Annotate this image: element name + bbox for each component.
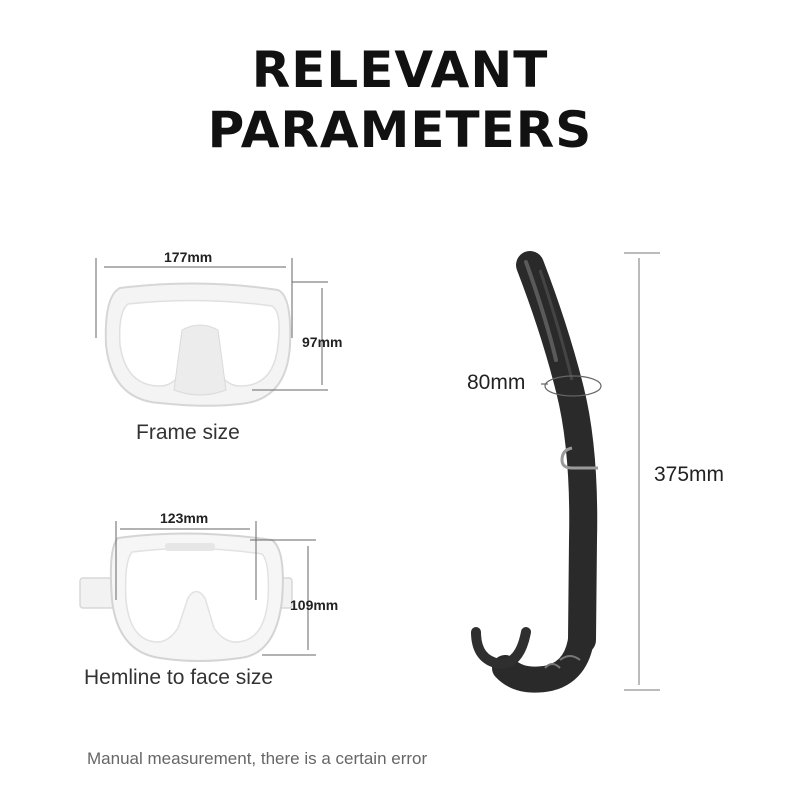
snorkel-image <box>471 251 598 693</box>
snorkel-length-label: 375mm <box>654 463 725 486</box>
hemline-height-dimension <box>250 539 316 656</box>
frame-caption: Frame size <box>136 421 240 444</box>
hemline-width-label: 123mm <box>160 510 209 526</box>
frame-height-label: 97mm <box>302 334 343 350</box>
hemline-width-dimension <box>115 521 257 600</box>
title-line-2: PARAMETERS <box>207 101 593 159</box>
title-line-1: RELEVANT <box>251 41 549 99</box>
snorkel-length-dimension <box>624 252 660 691</box>
hemline-caption: Hemline to face size <box>84 666 274 689</box>
frame-width-label: 177mm <box>164 249 213 265</box>
hemline-height-label: 109mm <box>290 597 339 613</box>
snorkel-diameter-dimension <box>541 375 602 397</box>
snorkel-diameter-label: 80mm <box>467 371 526 394</box>
frame-height-dimension <box>252 281 328 391</box>
mask-frame-image <box>104 282 292 407</box>
measurement-footnote: Manual measurement, there is a certain e… <box>87 749 428 768</box>
page-title: RELEVANT PARAMETERS <box>0 40 800 160</box>
frame-width-dimension <box>95 258 293 338</box>
mask-hemline-image <box>79 532 293 662</box>
